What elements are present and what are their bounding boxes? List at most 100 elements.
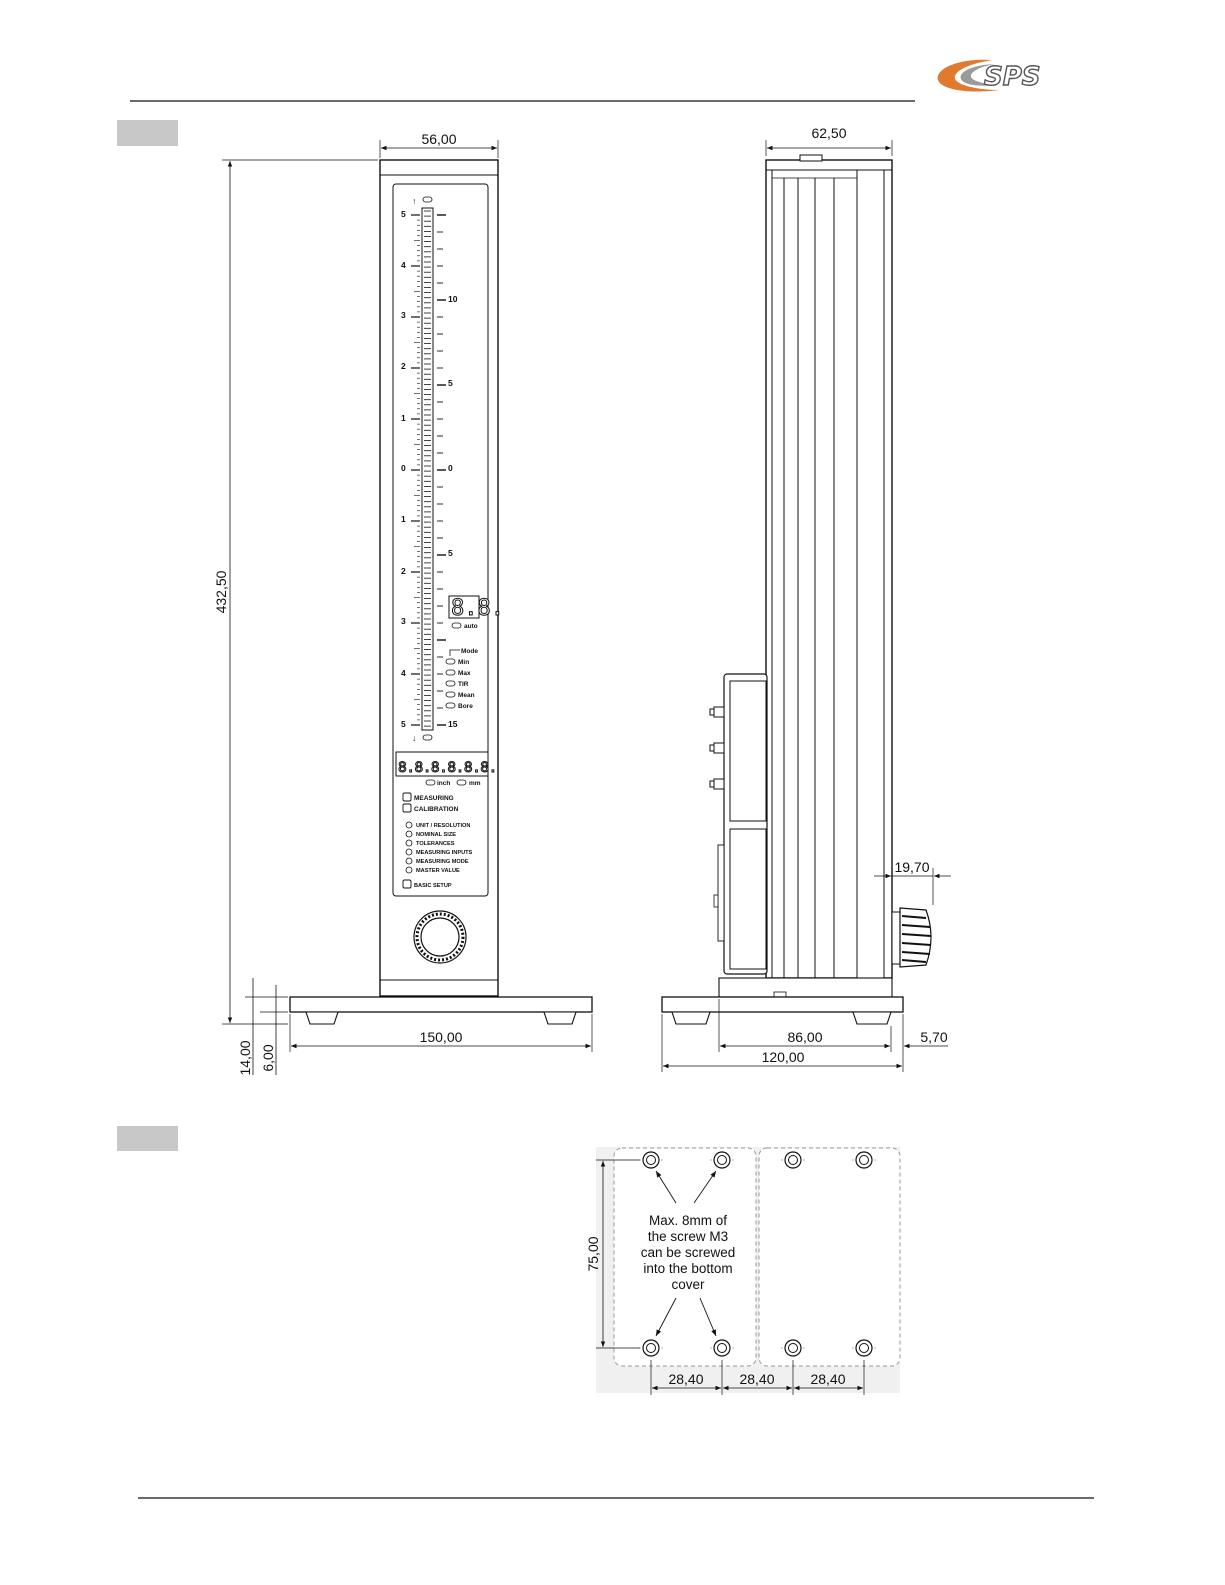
base-depth-dimension: 120,00	[762, 1049, 805, 1065]
side-foot-left	[671, 1011, 711, 1025]
unit-label: inch	[437, 780, 450, 787]
unit-label: mm	[469, 780, 481, 787]
mode-led-bore[interactable]	[445, 702, 456, 709]
basic-setup-label: BASIC SETUP	[414, 883, 452, 889]
side-foot-right	[852, 1011, 892, 1025]
side-base-clip	[773, 991, 787, 998]
menu-led[interactable]	[405, 839, 413, 847]
note-arrow	[655, 1170, 677, 1204]
menu-led[interactable]	[405, 821, 413, 829]
right-scale	[437, 214, 446, 726]
screw-hole-inner	[859, 1343, 869, 1353]
led-bargraph	[421, 207, 434, 731]
auto-label: auto	[464, 623, 478, 630]
down-arrow-icon: ↓	[412, 733, 416, 743]
bottom-cover-left	[613, 1147, 757, 1367]
menu-item: TOLERANCES	[416, 841, 455, 847]
mm-led[interactable]	[456, 779, 467, 786]
air-connector-icon	[709, 742, 725, 754]
side-view: 62,50 19,70 86,00 5,70 120,00	[661, 125, 951, 1072]
bargraph-cells	[424, 210, 431, 727]
menu-item: MEASURING INPUTS	[416, 850, 473, 856]
inch-led[interactable]	[425, 779, 436, 786]
left-scale-label: 4	[401, 260, 406, 270]
main-display-digits: 8.8.8.8.8.8.	[398, 760, 497, 776]
header: SPS	[130, 59, 1041, 102]
up-arrow-icon: ↑	[412, 196, 416, 206]
side-top-clip	[799, 154, 823, 162]
menu-item: UNIT / RESOLUTION	[416, 823, 470, 829]
right-scale-label: 15	[448, 719, 458, 729]
knob-dimension: 19,70	[894, 859, 929, 875]
knob-cap	[420, 917, 460, 957]
mode-bracket	[449, 649, 460, 656]
screw-hole-inner	[717, 1155, 727, 1165]
menu-item: MASTER VALUE	[416, 868, 460, 874]
side-knob-icon[interactable]	[891, 907, 932, 968]
menu-led[interactable]	[405, 830, 413, 838]
left-scale-label: 5	[401, 209, 406, 219]
calibration-label: CALIBRATION	[414, 806, 459, 813]
menu-item: MEASURING MODE	[416, 859, 469, 865]
width-dimension: 56,00	[421, 131, 456, 147]
right-scale-label: 0	[448, 463, 453, 473]
screw-hole-inner	[859, 1155, 869, 1165]
aux-display	[448, 595, 480, 619]
menu-item: NOMINAL SIZE	[416, 832, 456, 838]
mode-label: Bore	[458, 703, 473, 710]
logo-swoosh-icon	[937, 59, 1000, 92]
rear-connector	[717, 844, 725, 942]
front-panel	[392, 183, 489, 897]
bottom-led	[422, 734, 433, 741]
rear-panel-lower	[729, 828, 767, 970]
top-led	[422, 196, 433, 203]
left-scale-label: 2	[401, 566, 406, 576]
spacing-dimension: 28,40	[668, 1371, 703, 1387]
auto-led[interactable]	[451, 622, 462, 629]
screw-hole-inner	[788, 1343, 798, 1353]
menu-led[interactable]	[405, 866, 413, 874]
menu-led[interactable]	[405, 848, 413, 856]
calibration-button[interactable]	[402, 803, 412, 813]
bottom-height-dimension: 75,00	[585, 1236, 601, 1271]
note-arrow	[699, 1297, 717, 1337]
note-line: Max. 8mm of	[649, 1213, 727, 1228]
spacing-dimension: 28,40	[810, 1371, 845, 1387]
section-marker-1	[117, 120, 178, 146]
menu-led[interactable]	[405, 857, 413, 865]
mode-led-min[interactable]	[445, 658, 456, 665]
base-thickness-dimension: 14,00	[237, 1040, 253, 1075]
left-scale-label: 0	[401, 463, 406, 473]
left-scale-label: 1	[401, 413, 406, 423]
rear-panel-upper	[729, 680, 767, 822]
mode-led-tir[interactable]	[445, 680, 456, 687]
offset-dimension: 5,70	[920, 1029, 947, 1045]
foot-dimension: 6,00	[260, 1044, 276, 1071]
mode-title: Mode	[461, 648, 478, 655]
spacing-dimension: 28,40	[739, 1371, 774, 1387]
depth-dimension: 62,50	[811, 125, 846, 141]
left-scale-label: 3	[401, 310, 406, 320]
front-view: ↑ ↓ 5 4 3 2 1 0 1 2 3 4 5 10 5 0 5 15 8.…	[213, 131, 593, 1076]
left-scale-label: 5	[401, 719, 406, 729]
mode-label: Min	[458, 659, 469, 666]
screw-hole-inner	[646, 1155, 656, 1165]
bottom-cover-right	[758, 1147, 901, 1367]
logo-swoosh-inner-icon	[960, 64, 998, 86]
note-line: into the bottom	[643, 1261, 732, 1276]
sps-logo: SPS	[937, 59, 1041, 93]
side-base	[661, 996, 904, 1013]
mode-led-max[interactable]	[445, 669, 456, 676]
front-foot-left	[305, 1011, 339, 1025]
note-line: cover	[671, 1277, 705, 1292]
left-scale	[411, 214, 420, 726]
right-scale-label: 5	[448, 378, 453, 388]
side-profile-right	[856, 169, 885, 979]
basic-setup-button[interactable]	[402, 879, 412, 889]
mode-label: Mean	[458, 692, 475, 699]
air-connector-icon	[709, 706, 725, 718]
mode-led-mean[interactable]	[445, 691, 456, 698]
logo-text: SPS	[984, 62, 1041, 92]
measuring-button[interactable]	[402, 792, 412, 802]
